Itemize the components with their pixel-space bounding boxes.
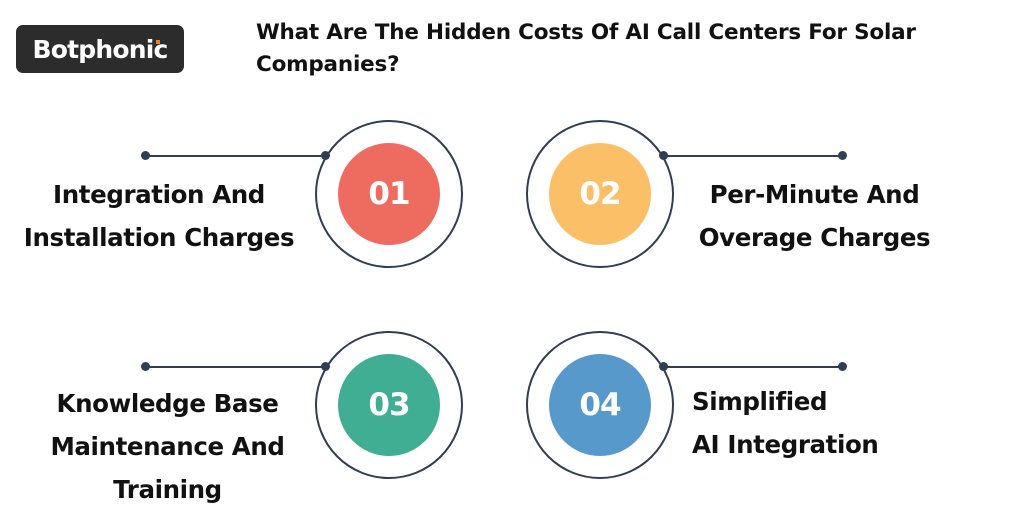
connector-end-dot-04 [838,362,847,371]
connector-line-01 [146,155,326,157]
connector-end-dot-02 [838,151,847,160]
step-number-04: 04 [579,387,621,423]
step-ring-02: 02 [526,120,674,268]
connector-line-02 [663,155,843,157]
page-title-line-1: What Are The Hidden Costs Of AI Call Cen… [256,20,916,45]
step-label-01-line-1: Integration And [53,180,265,209]
step-label-04: Simplified AI Integration [692,380,992,466]
step-badge-03: 03 [338,354,440,456]
connector-end-dot-01 [141,151,150,160]
connector-ring-dot-01 [321,151,330,160]
step-ring-03: 03 [315,331,463,479]
page-title-line-2: Companies? [256,52,400,77]
connector-ring-dot-04 [659,362,668,371]
connector-line-03 [146,366,326,368]
connector-ring-dot-02 [659,151,668,160]
brand-accent-dot-icon [155,39,160,44]
step-label-02: Per-Minute And Overage Charges [672,173,957,259]
step-ring-04: 04 [526,331,674,479]
connector-line-04 [663,366,843,368]
connector-ring-dot-03 [321,362,330,371]
step-label-04-line-2: AI Integration [692,430,879,459]
brand-logo: Botphonic [16,25,184,73]
step-number-01: 01 [368,176,410,212]
step-number-02: 02 [579,176,621,212]
step-label-01-line-2: Installation Charges [23,223,295,252]
step-badge-04: 04 [549,354,651,456]
step-badge-02: 02 [549,143,651,245]
step-label-01: Integration And Installation Charges [0,173,318,259]
step-label-03-line-1: Knowledge Base [56,389,279,418]
brand-name: Botphonic [32,34,168,64]
step-label-03-line-2: Maintenance And [50,432,285,461]
step-label-03-line-3: Training [113,475,222,504]
step-badge-01: 01 [338,143,440,245]
step-label-02-line-2: Overage Charges [698,223,931,252]
step-number-03: 03 [368,387,410,423]
step-label-04-line-1: Simplified [692,387,828,416]
connector-end-dot-03 [141,362,150,371]
step-label-02-line-1: Per-Minute And [709,180,920,209]
step-label-03: Knowledge Base Maintenance And Training [10,382,325,511]
step-ring-01: 01 [315,120,463,268]
page-title: What Are The Hidden Costs Of AI Call Cen… [256,17,956,81]
